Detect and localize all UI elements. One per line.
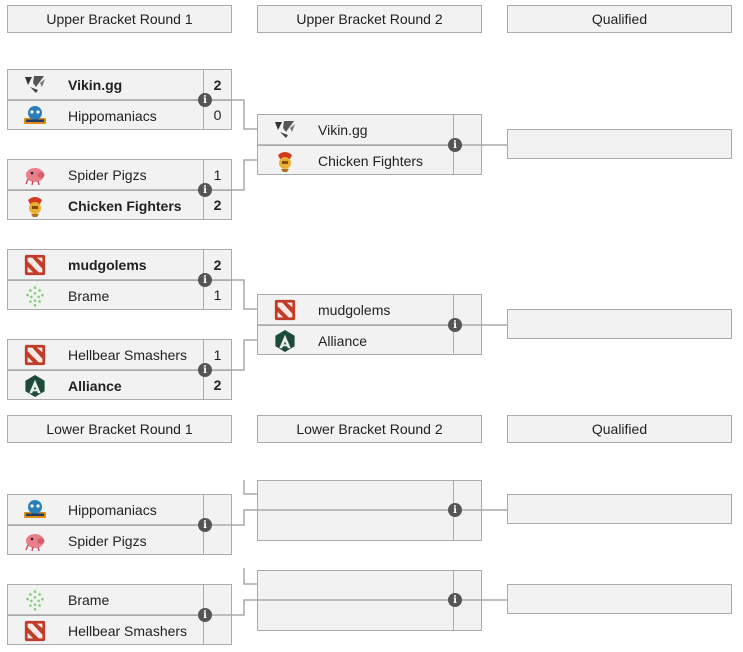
team-name: Brame [68,592,110,608]
team-name: Alliance [68,377,122,394]
chicken-fighters-logo-icon [272,149,298,173]
team-row[interactable]: Alliance [8,370,204,400]
dota-logo-icon [22,343,48,367]
team-name: mudgolems [68,257,147,273]
alliance-logo-icon [22,374,48,398]
team-name: Brame [68,287,110,304]
spider-pigzs-logo-icon [22,529,48,553]
dota-logo-icon [22,253,48,277]
team-name: Hippomaniacs [68,107,157,124]
team-name: Hellbear Smashers [68,622,188,639]
header-upper-round-1: Upper Bracket Round 1 [7,5,232,33]
team-row[interactable]: Vikin.gg [8,70,204,100]
qualified-slot [507,584,732,614]
team-name: mudgolems [318,302,391,318]
vikin-logo-icon [272,118,298,142]
header-lower-round-2: Lower Bracket Round 2 [257,415,482,443]
score: 1 [213,346,222,363]
info-icon[interactable]: i [448,593,462,607]
team-row[interactable]: Hellbear Smashers [8,615,204,645]
dota-logo-icon [22,619,48,643]
info-icon[interactable]: i [198,273,212,287]
hippomaniacs-logo-icon [22,498,48,522]
score: 2 [213,256,222,273]
info-icon[interactable]: i [448,318,462,332]
qualified-slot [507,494,732,524]
team-row[interactable]: mudgolems [8,250,204,280]
info-icon[interactable]: i [448,138,462,152]
team-row[interactable]: Chicken Fighters [258,145,454,175]
team-row[interactable]: Brame [8,585,204,615]
team-name: Hellbear Smashers [68,347,188,363]
team-row[interactable]: Hippomaniacs [8,495,204,525]
info-icon[interactable]: i [198,183,212,197]
qualified-slot [507,129,732,159]
brame-logo-icon [22,284,48,308]
info-icon[interactable]: i [198,518,212,532]
info-icon[interactable]: i [198,363,212,377]
team-name: Hippomaniacs [68,502,157,518]
team-name: Spider Pigzs [68,167,147,183]
team-row[interactable]: Brame [8,280,204,310]
team-row[interactable]: mudgolems [258,295,454,325]
info-icon[interactable]: i [448,503,462,517]
team-row[interactable]: Spider Pigzs [8,525,204,555]
header-lower-qualified: Qualified [507,415,732,443]
score: 2 [213,76,222,93]
team-name: Chicken Fighters [318,152,424,169]
team-row[interactable]: Vikin.gg [258,115,454,145]
team-name: Alliance [318,332,368,349]
chicken-fighters-logo-icon [22,194,48,218]
team-row[interactable]: Hippomaniacs [8,100,204,130]
alliance-logo-icon [272,329,298,353]
team-row[interactable]: Chicken Fighters [8,190,204,220]
header-lower-round-1: Lower Bracket Round 1 [7,415,232,443]
team-row[interactable]: Spider Pigzs [8,160,204,190]
vikin-logo-icon [22,73,48,97]
team-row[interactable]: Alliance [258,325,454,355]
team-name: Vikin.gg [68,77,123,93]
brame-logo-icon [22,588,48,612]
info-icon[interactable]: i [198,93,212,107]
team-row[interactable]: Hellbear Smashers [8,340,204,370]
spider-pigzs-logo-icon [22,163,48,187]
header-upper-qualified: Qualified [507,5,732,33]
header-upper-round-2: Upper Bracket Round 2 [257,5,482,33]
team-name: Spider Pigzs [68,532,147,549]
qualified-slot [507,309,732,339]
info-icon[interactable]: i [198,608,212,622]
score: 1 [213,166,222,183]
team-name: Vikin.gg [318,122,368,138]
hippomaniacs-logo-icon [22,104,48,128]
dota-logo-icon [272,298,298,322]
team-name: Chicken Fighters [68,197,182,214]
